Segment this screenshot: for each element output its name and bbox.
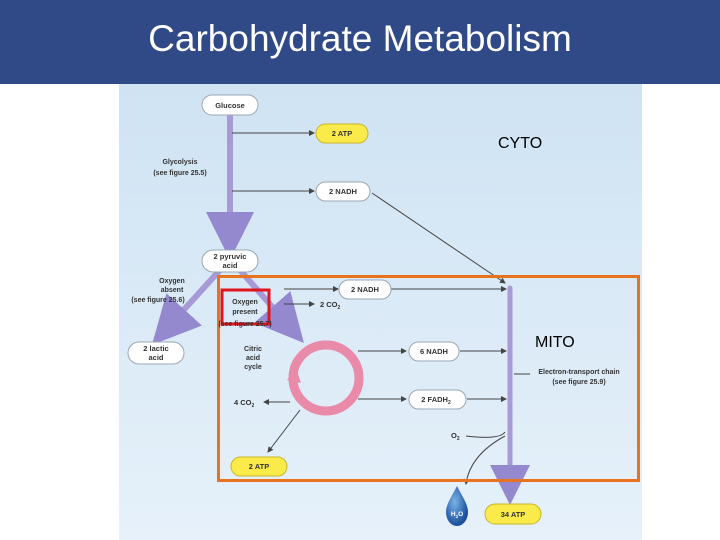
nadh-six-label: 6 NADH (420, 347, 448, 356)
co2-two-label: 2 CO2 (320, 300, 341, 311)
arrow-nadh-to-etc (372, 193, 505, 283)
atp-etc-label: 34 ATP (501, 510, 526, 519)
oxygen-absent-label-2: absent (161, 287, 184, 294)
citric-label-3: cycle (244, 364, 262, 371)
lactic-label-1: 2 lactic (143, 344, 168, 353)
oxygen-present-ref: (see figure 25.7) (218, 321, 271, 328)
lactic-label-2: acid (148, 353, 163, 362)
atp-glycolysis-label: 2 ATP (332, 129, 352, 138)
arrow-to-water (466, 436, 505, 484)
citric-cycle-ring (293, 345, 359, 411)
pyruvic-label-1: 2 pyruvic (214, 252, 247, 261)
glucose-label: Glucose (215, 101, 245, 110)
arrow-o2 (466, 432, 505, 437)
pyruvic-label-2: acid (222, 261, 237, 270)
co2-four-label: 4 CO2 (234, 398, 255, 409)
nadh-glycolysis-label: 2 NADH (329, 187, 357, 196)
glycolysis-ref: (see figure 25.5) (153, 170, 206, 177)
oxygen-present-label-2: present (232, 309, 258, 316)
citric-label-2: acid (246, 355, 260, 362)
oxygen-present-label-1: Oxygen (232, 299, 258, 306)
atp-citric-label: 2 ATP (249, 462, 269, 471)
etc-label-1: Electron-transport chain (538, 369, 619, 376)
water-drop-icon (446, 486, 468, 526)
citric-label-1: Citric (244, 346, 262, 353)
cyto-region-label: CYTO (498, 135, 542, 153)
arrow-to-citric-atp (268, 410, 300, 452)
oxygen-absent-label-1: Oxygen (159, 278, 185, 285)
etc-label-2: (see figure 25.9) (552, 379, 605, 386)
glycolysis-label: Glycolysis (162, 159, 197, 166)
oxygen-absent-ref: (see figure 25.6) (131, 297, 184, 304)
o2-label: O2 (451, 431, 460, 442)
nadh-mito-label: 2 NADH (351, 285, 379, 294)
mito-region-label: MITO (535, 334, 575, 352)
